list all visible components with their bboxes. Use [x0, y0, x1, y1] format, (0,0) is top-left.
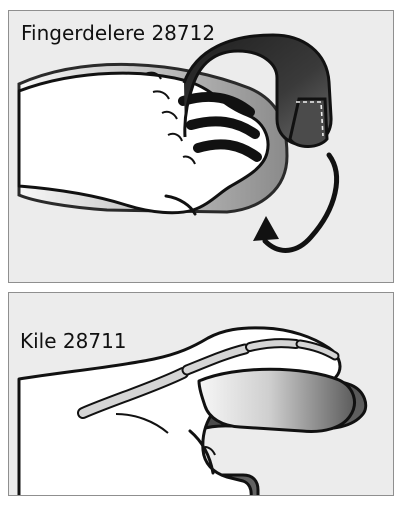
fingerdelere-panel: Fingerdelere 28712 — [8, 10, 394, 283]
kile-illustration — [9, 293, 394, 496]
fingerdelere-illustration — [9, 11, 394, 283]
kile-label: Kile 28711 — [20, 331, 127, 351]
wedge-cushion — [199, 369, 354, 431]
curved-arrow-head — [253, 216, 279, 241]
fingerdelere-label: Fingerdelere 28712 — [21, 23, 215, 43]
kile-panel: Kile 28711 — [8, 292, 394, 496]
